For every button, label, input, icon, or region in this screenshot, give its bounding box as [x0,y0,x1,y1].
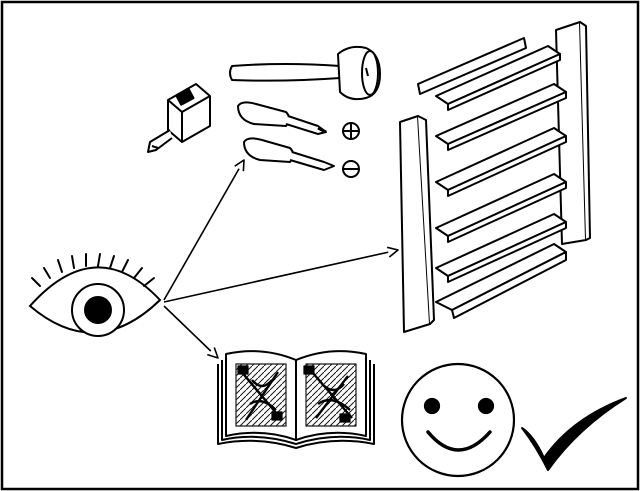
tape-measure-icon [147,83,211,153]
arrow-to-manual [163,305,219,359]
plus-symbol-icon [342,122,360,140]
phillips-screwdriver-icon [237,101,327,135]
instruction-manual-icon [217,350,375,449]
checkmark-icon [521,397,627,471]
minus-symbol-icon [342,160,360,178]
arrow-to-tools [163,159,245,301]
eye-icon [28,253,162,337]
arrows-group [163,159,399,359]
smiley-face-icon [400,362,516,478]
tools-group [147,45,381,178]
flathead-screwdriver-icon [243,137,335,171]
bookshelf-icon [399,21,591,333]
mallet-icon [229,45,381,101]
arrow-to-bookshelf [163,246,399,303]
